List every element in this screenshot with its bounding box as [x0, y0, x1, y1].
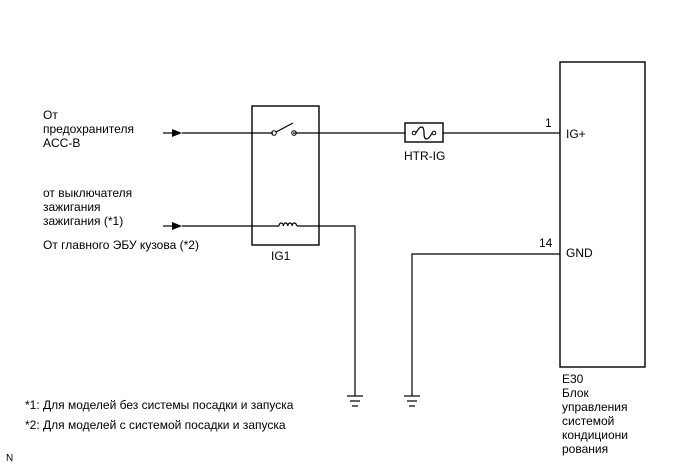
ecu-name-line-2: управления [562, 400, 627, 414]
wire-gnd-to-ground [411, 253, 560, 396]
pin-name-gnd: GND [566, 246, 593, 260]
ground-icon [404, 395, 420, 407]
corner-mark: N [6, 453, 13, 464]
fuse-label: HTR-IG [404, 149, 445, 163]
source-acc-b-line-2: предохранителя [43, 122, 134, 136]
ecu-name-line-4: кондициони [562, 428, 628, 442]
input-arrow-acc-b [163, 129, 182, 137]
ecu-name-line-5: рования [562, 442, 608, 456]
source-ignition-line-3: зажигания (*1) [43, 214, 123, 228]
source-acc-b-label: От предохранителя ACC-B [43, 108, 134, 150]
source-body-ecu-label: От главного ЭБУ кузова (*2) [43, 238, 199, 252]
relay-contact-left [271, 130, 277, 136]
pin-number-ig: 1 [545, 116, 552, 130]
ecu-name-line-3: системой [562, 414, 614, 428]
source-acc-b-line-3: ACC-B [43, 136, 80, 150]
input-arrow-ignition [163, 222, 182, 230]
ecu-e30: 1 IG+ 14 GND E30 Блок управления системо… [539, 61, 646, 456]
pin-number-gnd: 14 [539, 236, 553, 250]
footnote-2: *2: Для моделей с системой посадки и зап… [25, 418, 286, 432]
relay-coil-icon [278, 222, 298, 230]
relay-switch-blade [275, 122, 294, 133]
pin-name-ig: IG+ [566, 127, 586, 141]
source-ignition-line-1: от выключателя [43, 186, 132, 200]
source-ignition-label: от выключателя зажигания зажигания (*1) [43, 186, 132, 228]
source-acc-b-line-1: От [43, 108, 58, 122]
ecu-code: E30 [562, 372, 584, 386]
footnote-1: *1: Для моделей без системы посадки и за… [25, 398, 294, 412]
ecu-name-line-1: Блок [562, 386, 590, 400]
relay-contact-right [291, 130, 297, 136]
relay-label: IG1 [271, 249, 291, 263]
relay-ig1: IG1 [251, 105, 320, 263]
fuse-htr-ig: HTR-IG [404, 122, 445, 163]
source-ignition-line-2: зажигания [43, 200, 101, 214]
ground-icon [347, 395, 363, 407]
wire-coil-to-ground [296, 225, 356, 396]
